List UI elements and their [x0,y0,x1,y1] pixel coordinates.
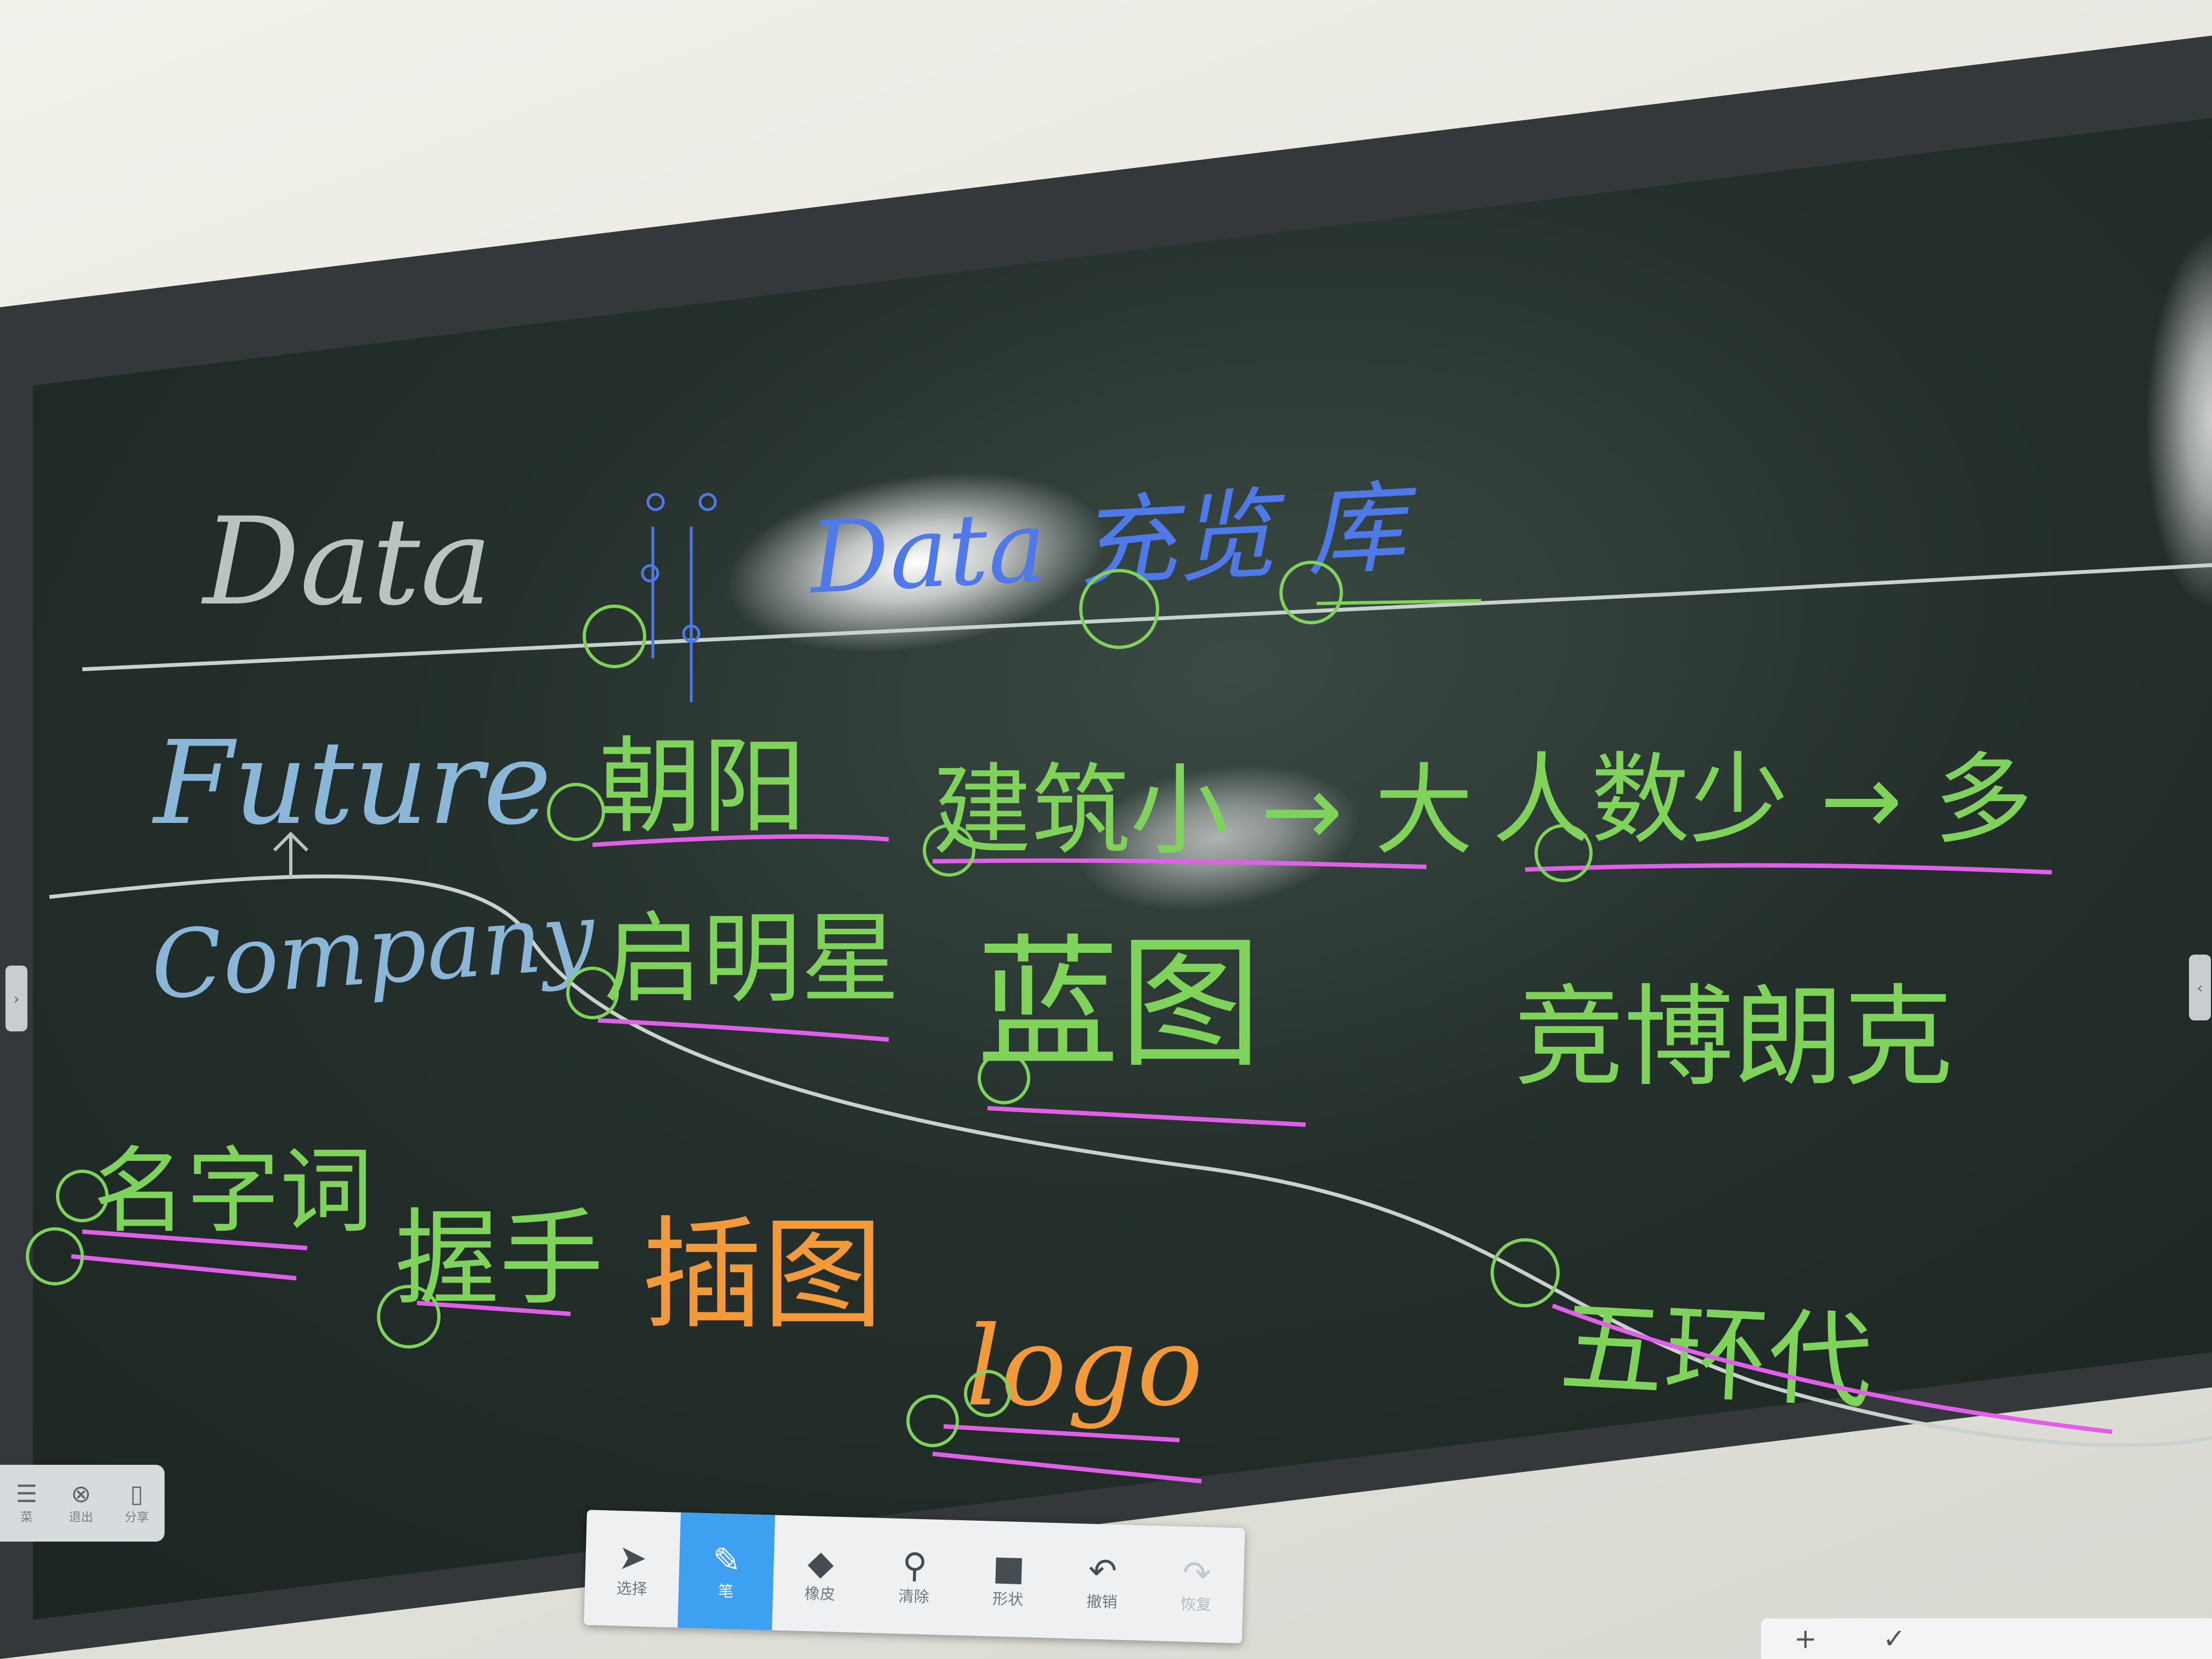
left-toolbar-share[interactable]: ▯ 分享 [125,1480,149,1525]
bottom-right-panel: + ✓ [1761,1618,2212,1659]
tool-redo-button[interactable]: ↷ 恢复 [1180,1553,1212,1614]
left-toolbar-menu[interactable]: ☰ 菜 [15,1480,38,1525]
company-row: 启明星 蓝图 竞博朗克 [603,902,1953,1102]
right-side-handle[interactable]: ‹ [2189,955,2211,1020]
left-floating-toolbar: ☰ 菜 ⊗ 退出 ▯ 分享 [0,1465,165,1542]
tool-clear-button[interactable]: ⚲ 清除 [898,1545,930,1606]
bottom-row: 名字词 握手 插图 logo 五环代 [93,1137,1875,1431]
pen-icon: ✎ [712,1539,742,1581]
divider-line-1 [82,563,2212,672]
data-row-dots [641,493,717,702]
tool-eraser-button[interactable]: ◆ 橡皮 [804,1542,836,1604]
company-item-3: 竞博朗克 [1514,974,1953,1102]
undo-icon: ↶ [1088,1550,1118,1592]
eraser-icon: ◆ [807,1542,834,1583]
bottom-item-3: 插图 [642,1205,883,1345]
future-row: 朝阳 建筑小 → 大 人数少 → 多 [598,726,2033,868]
data-row-marks [583,561,1482,668]
future-row-marks [547,783,1593,882]
company-row-marks [566,967,1030,1104]
cursor-icon: ➤ [618,1537,648,1578]
bottom-item-1: 名字词 [93,1137,373,1246]
future-item-1: 朝阳 [598,726,806,848]
company-item-2: 蓝图 [977,922,1262,1087]
company-item-1: 启明星 [603,902,900,1017]
divider-line-2 [49,874,2212,1447]
bottom-row-marks [26,1170,1560,1447]
left-side-handle[interactable]: › [5,966,27,1031]
future-row-underlines [592,834,2052,874]
phone-icon: ▯ [130,1480,144,1508]
row-label-company: Company [148,882,599,1021]
confirm-button[interactable]: ✓ [1882,1623,1906,1655]
shapes-icon: ■ [992,1547,1026,1589]
tool-select-button[interactable]: ➤ 选择 [616,1537,648,1599]
broom-icon: ⚲ [901,1545,928,1586]
left-toolbar-exit[interactable]: ⊗ 退出 [69,1480,93,1525]
future-item-3: 人数少 → 多 [1492,743,2033,857]
whiteboard-toolbar: ➤ 选择 ✎ 笔 ◆ 橡皮 ⚲ 清除 ■ 形状 ↶ 撤销 ↷ 恢复 [584,1510,1245,1644]
bottom-row-underlines [71,1229,2113,1483]
row-label-data: Data [201,492,492,632]
data-row-text: Data 充览 库 [805,470,1421,616]
future-item-2: 建筑小 → 大 [933,754,1473,868]
close-icon: ⊗ [71,1480,92,1508]
bottom-item-4: logo [966,1303,1203,1431]
redo-icon: ↷ [1182,1553,1212,1594]
row-label-future: Future [151,716,551,850]
menu-icon: ☰ [15,1480,38,1508]
bottom-item-5: 五环代 [1557,1286,1876,1424]
tool-shapes-button[interactable]: ■ 形状 [992,1547,1026,1609]
add-page-button[interactable]: + [1794,1623,1817,1655]
arrow-company-to-future [273,831,309,878]
bottom-item-2: 握手 [395,1198,603,1319]
company-row-underlines [597,1018,1306,1127]
tool-pen-button[interactable]: ✎ 笔 [678,1512,775,1630]
tool-undo-button[interactable]: ↶ 撤销 [1086,1550,1118,1612]
